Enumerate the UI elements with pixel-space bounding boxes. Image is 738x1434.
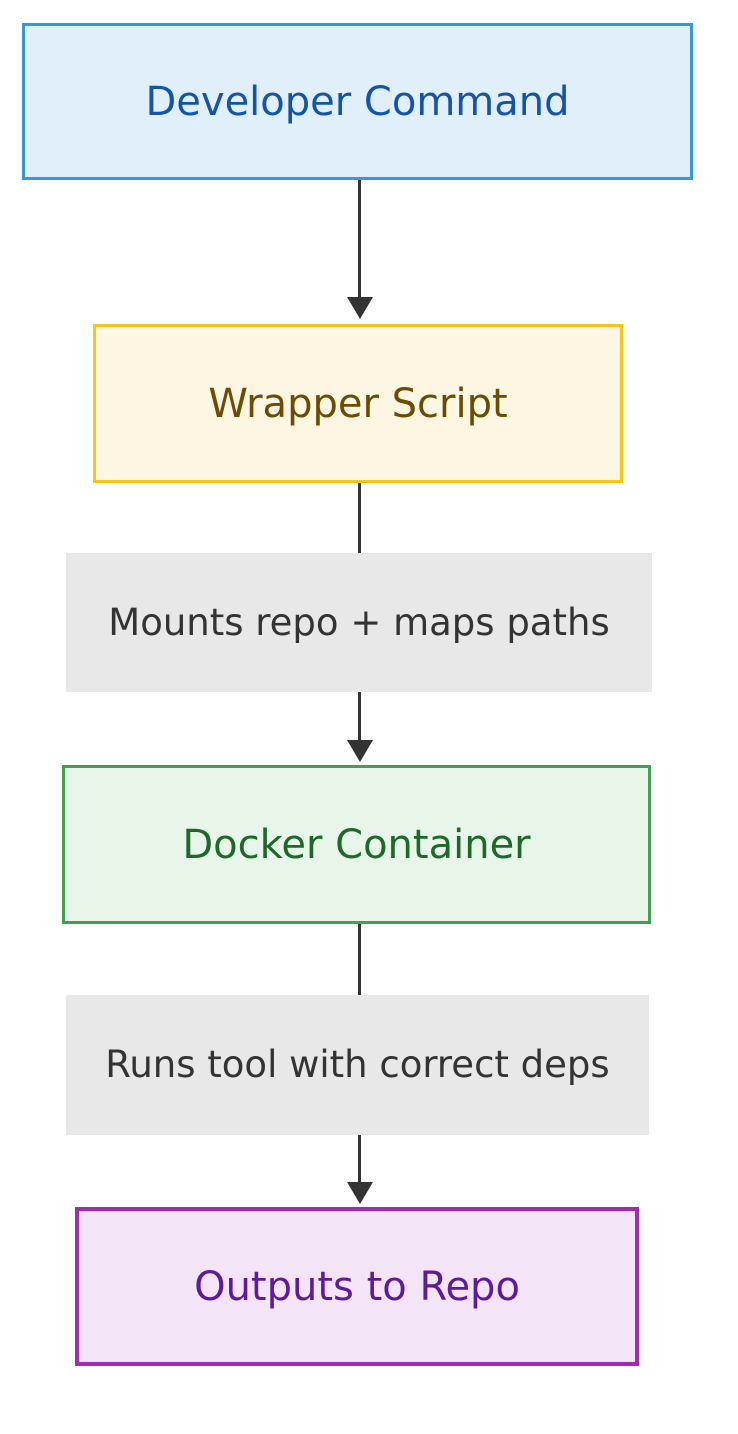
node-docker-container[interactable]: Docker Container <box>62 765 651 924</box>
node-wrapper-script-label: Wrapper Script <box>208 380 508 427</box>
edge-label-docker-to-outputs-text: Runs tool with correct deps <box>105 1043 610 1087</box>
node-developer-command[interactable]: Developer Command <box>22 23 693 180</box>
edge-line-developer-to-wrapper <box>358 180 361 307</box>
node-developer-command-label: Developer Command <box>145 78 570 125</box>
edge-label-wrapper-to-docker-text: Mounts repo + maps paths <box>108 600 610 644</box>
arrowhead-down-icon-docker-to-outputs <box>347 1182 373 1204</box>
edge-label-docker-to-outputs: Runs tool with correct deps <box>66 995 649 1135</box>
edge-label-wrapper-to-docker: Mounts repo + maps paths <box>66 553 652 692</box>
node-outputs-to-repo[interactable]: Outputs to Repo <box>75 1207 639 1366</box>
arrowhead-down-icon-developer-to-wrapper <box>347 297 373 319</box>
node-wrapper-script[interactable]: Wrapper Script <box>93 324 623 483</box>
node-outputs-to-repo-label: Outputs to Repo <box>194 1263 520 1310</box>
node-docker-container-label: Docker Container <box>182 821 531 868</box>
arrowhead-down-icon-wrapper-to-docker <box>347 740 373 762</box>
